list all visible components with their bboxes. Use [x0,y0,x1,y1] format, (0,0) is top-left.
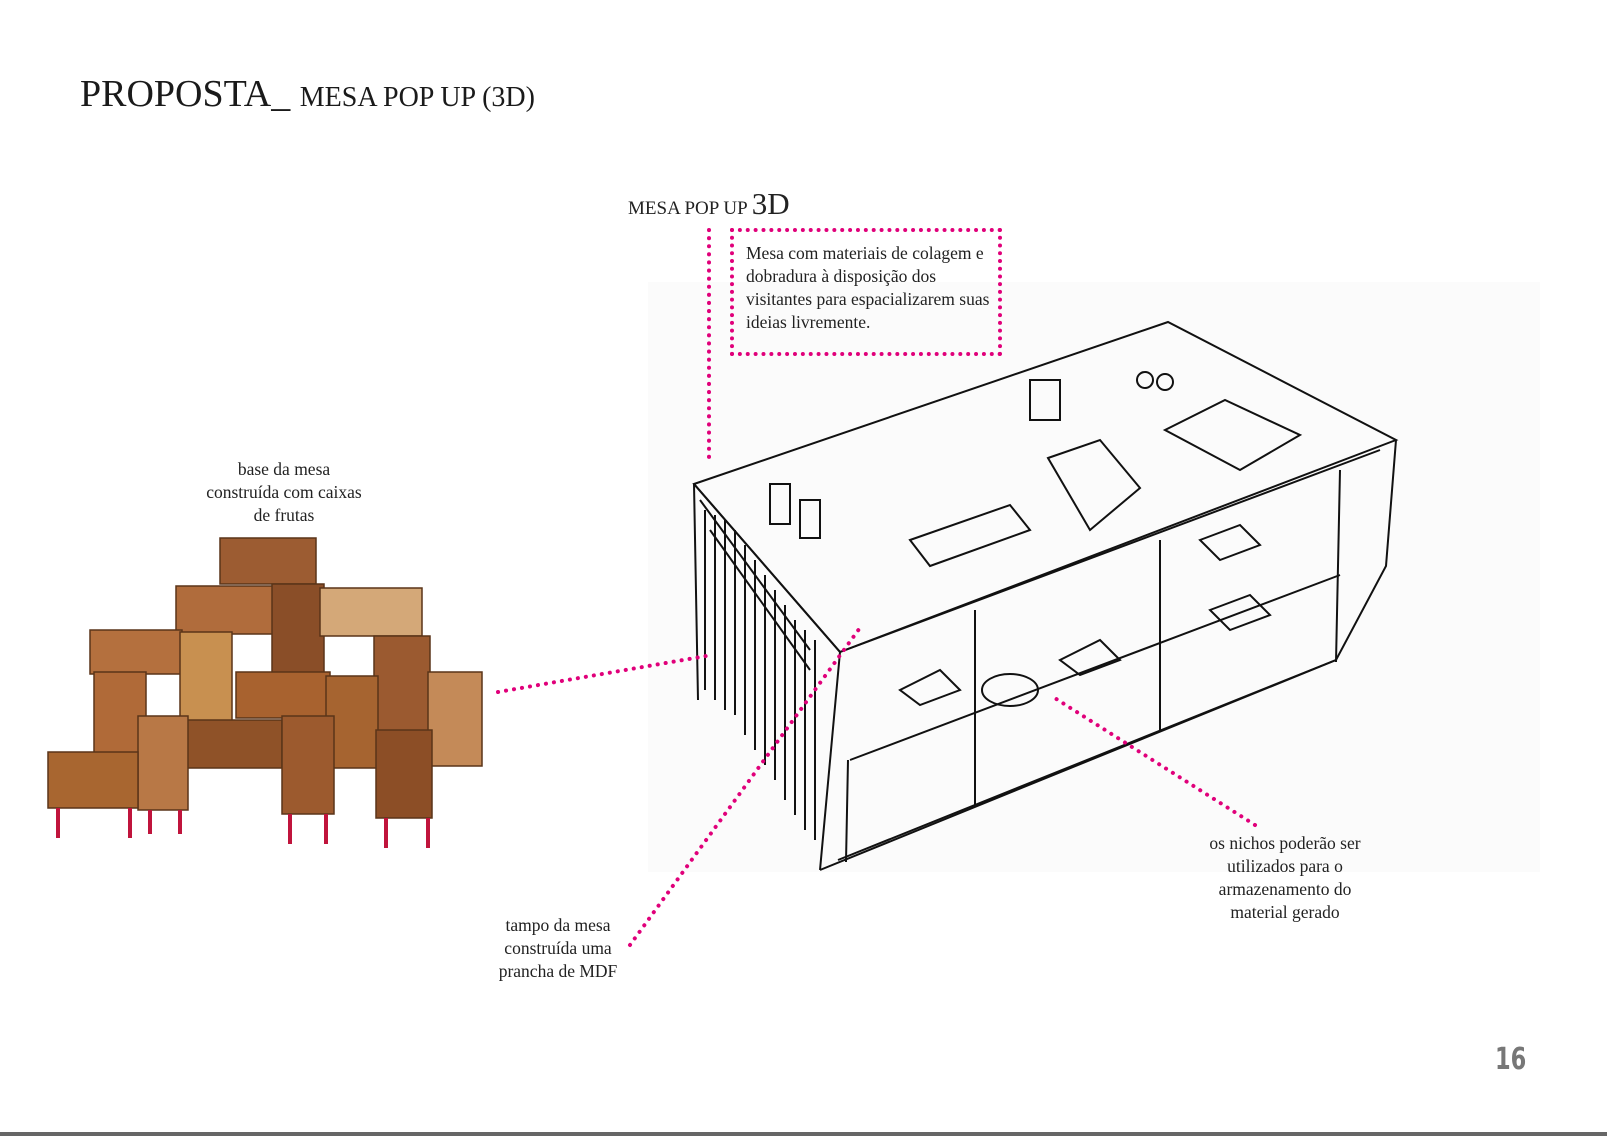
caption-tampo: tampo da mesa construída uma prancha de … [498,915,618,981]
heading-text: MESA POP UP [628,198,747,219]
annotation-leaders [496,228,1257,947]
heading-emphasis: 3D [751,186,790,221]
footer-rule [0,1132,1607,1136]
fruit-crates-image [47,537,483,848]
caption-base: base da mesa construída com caixas de fr… [206,459,362,525]
sketch-background [648,282,1540,872]
page-title: PROPOSTA_ MESA POP UP (3D) [80,72,535,116]
title-main: PROPOSTA_ [80,73,291,115]
section-heading: MESA POP UP 3D [628,186,790,222]
description-box: Mesa com materiais de colagem e dobradur… [730,228,1002,356]
title-sub: MESA POP UP (3D) [299,82,535,113]
caption-nichos: os nichos poderão ser utilizados para o … [1209,833,1361,922]
table-sketch [692,320,1399,871]
page-number: 16 [1495,1042,1527,1077]
